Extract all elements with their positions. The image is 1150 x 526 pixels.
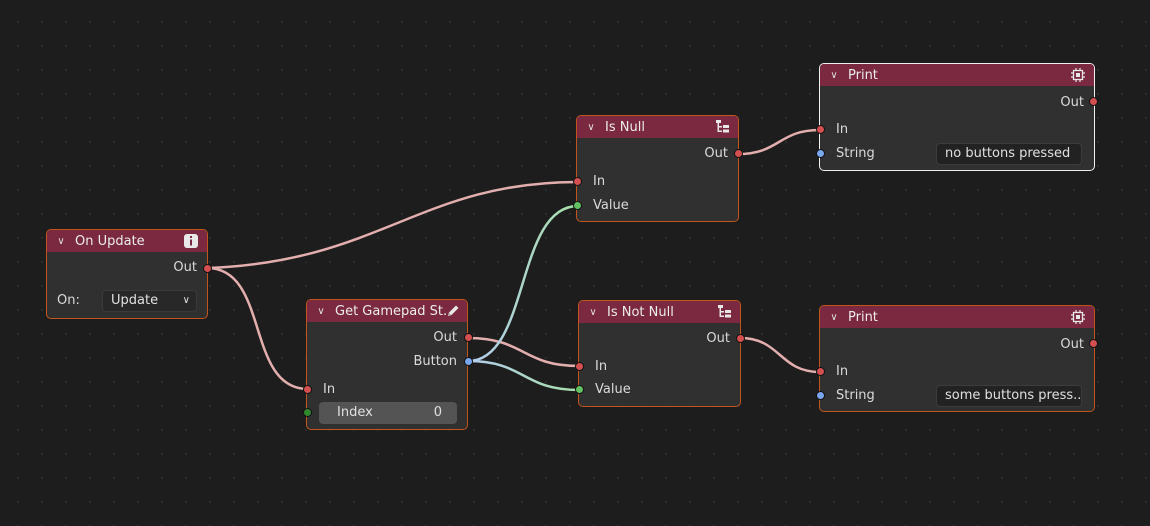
socket-isnull-value[interactable] xyxy=(573,201,582,210)
chevron-down-icon[interactable]: ∨ xyxy=(830,69,838,81)
socket-label-button: Button xyxy=(413,354,457,369)
link-gamepad-to-isnotnull[interactable] xyxy=(467,336,580,368)
index-field[interactable]: Index 0 xyxy=(319,402,457,424)
socket-on-update-out[interactable] xyxy=(203,264,212,273)
node-on-update[interactable]: ∨ On Update Out On: Update ∨ xyxy=(46,229,208,319)
index-value: 0 xyxy=(433,405,442,420)
node-title: Print xyxy=(848,67,878,83)
socket-label-string: String xyxy=(836,388,875,403)
socket-label-out: Out xyxy=(706,331,730,346)
node-title: Is Null xyxy=(605,119,645,135)
link-isnotnull-to-print2[interactable] xyxy=(739,336,821,374)
chevron-down-icon[interactable]: ∨ xyxy=(830,311,838,323)
string-input[interactable]: no buttons pressed xyxy=(936,143,1082,165)
socket-print2-string[interactable] xyxy=(816,391,825,400)
chip-icon xyxy=(1071,310,1085,324)
node-title: Print xyxy=(848,309,878,325)
socket-label-in: In xyxy=(836,122,849,137)
node-header[interactable]: ∨ On Update xyxy=(47,230,207,252)
socket-gamepad-index[interactable] xyxy=(303,408,312,417)
node-print-2[interactable]: ∨ Print Out In String some buttons press… xyxy=(819,305,1095,412)
node-title: On Update xyxy=(75,233,145,249)
node-title: Get Gamepad St... xyxy=(335,303,447,319)
node-get-gamepad[interactable]: ∨ Get Gamepad St... Out Button In Index … xyxy=(306,299,468,430)
node-is-null[interactable]: ∨ Is Null Out In Value xyxy=(576,115,739,222)
socket-label-in: In xyxy=(593,174,606,189)
node-print-1[interactable]: ∨ Print Out In String no buttons pressed xyxy=(819,63,1095,171)
chevron-down-icon[interactable]: ∨ xyxy=(587,121,595,133)
socket-label-value: Value xyxy=(593,198,629,213)
socket-gamepad-in[interactable] xyxy=(303,385,312,394)
chip-icon xyxy=(1071,68,1085,82)
socket-label-out: Out xyxy=(433,330,457,345)
node-is-not-null[interactable]: ∨ Is Not Null Out In Value xyxy=(578,300,741,407)
on-event-dropdown[interactable]: Update ∨ xyxy=(102,290,197,312)
socket-label-in: In xyxy=(595,359,608,374)
hierarchy-icon xyxy=(716,120,729,133)
socket-print1-string[interactable] xyxy=(816,149,825,158)
socket-gamepad-button[interactable] xyxy=(464,357,473,366)
socket-print1-in[interactable] xyxy=(816,125,825,134)
chevron-down-icon[interactable]: ∨ xyxy=(57,235,65,247)
link-button-to-isnull-value[interactable] xyxy=(467,204,579,363)
socket-label-out: Out xyxy=(704,146,728,161)
socket-print1-out[interactable] xyxy=(1089,97,1098,106)
socket-isnotnull-in[interactable] xyxy=(575,362,584,371)
node-header[interactable]: ∨ Is Null xyxy=(577,116,738,138)
info-icon xyxy=(184,234,198,248)
chevron-down-icon: ∨ xyxy=(182,295,190,306)
link-update-to-gamepad[interactable] xyxy=(206,266,309,391)
link-button-to-isnotnull-value[interactable] xyxy=(467,359,580,392)
node-header[interactable]: ∨ Print xyxy=(820,64,1094,86)
socket-label-out: Out xyxy=(173,260,197,275)
link-update-to-isnull[interactable] xyxy=(206,180,579,270)
on-event-value: Update xyxy=(111,293,159,308)
node-header[interactable]: ∨ Get Gamepad St... xyxy=(307,300,467,322)
link-isnull-to-print1[interactable] xyxy=(737,128,821,156)
chevron-down-icon[interactable]: ∨ xyxy=(589,306,597,318)
string-input[interactable]: some buttons press... xyxy=(936,385,1082,407)
socket-label-out: Out xyxy=(1060,95,1084,110)
socket-label-string: String xyxy=(836,146,875,161)
socket-label-in: In xyxy=(836,364,849,379)
socket-isnotnull-value[interactable] xyxy=(575,385,584,394)
index-label: Index xyxy=(337,405,373,420)
node-header[interactable]: ∨ Print xyxy=(820,306,1094,328)
node-title: Is Not Null xyxy=(607,304,674,320)
socket-label-out: Out xyxy=(1060,337,1084,352)
socket-isnotnull-out[interactable] xyxy=(736,334,745,343)
socket-print2-in[interactable] xyxy=(816,367,825,376)
socket-label-in: In xyxy=(323,382,336,397)
socket-isnull-out[interactable] xyxy=(734,149,743,158)
chevron-down-icon[interactable]: ∨ xyxy=(317,305,325,317)
pencil-icon xyxy=(448,305,459,316)
socket-isnull-in[interactable] xyxy=(573,177,582,186)
on-label: On: xyxy=(57,293,80,308)
socket-gamepad-out[interactable] xyxy=(464,333,473,342)
hierarchy-icon xyxy=(718,305,731,318)
socket-label-value: Value xyxy=(595,382,631,397)
socket-print2-out[interactable] xyxy=(1089,339,1098,348)
node-header[interactable]: ∨ Is Not Null xyxy=(579,301,740,323)
